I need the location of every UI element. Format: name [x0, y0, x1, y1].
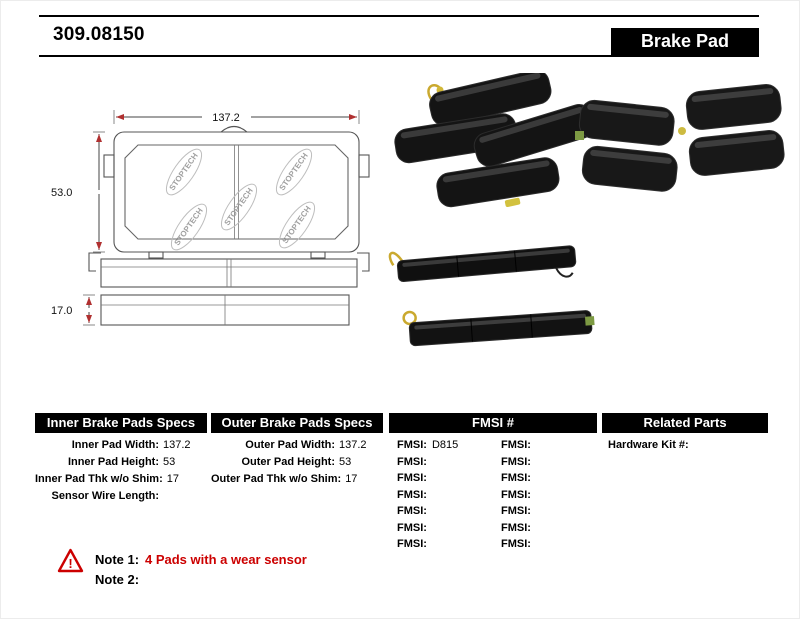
- related-row: Hardware Kit #:: [602, 433, 768, 454]
- inner-specs-table: Inner Brake Pads Specs Inner Pad Width: 1…: [35, 413, 207, 505]
- fmsi-row: FMSI:: [493, 503, 597, 520]
- spec-label: Outer Pad Height:: [241, 456, 335, 468]
- fmsi-label: FMSI:: [397, 505, 427, 517]
- pad-bottom-tab-left: [148, 251, 164, 259]
- header: 309.08150 Brake Pad: [39, 15, 759, 57]
- note2-label: Note 2:: [95, 572, 140, 587]
- related-parts-table: Related Parts Hardware Kit #:: [602, 413, 768, 454]
- sensor-connector-yellow: [678, 127, 686, 135]
- spec-label: Inner Pad Height:: [67, 456, 159, 468]
- abutment-clip-green: [575, 131, 584, 140]
- width-dim-label: 137.2: [212, 112, 240, 124]
- related-parts-header: Related Parts: [602, 413, 768, 433]
- product-photos: [388, 73, 786, 347]
- fmsi-label: FMSI:: [501, 439, 531, 451]
- photo-front-pads-angled: [392, 73, 599, 210]
- spec-label: Sensor Wire Length:: [51, 490, 159, 502]
- fmsi-row: FMSI:: [493, 487, 597, 504]
- spec-value: 137.2: [163, 439, 191, 451]
- product-type-badge: Brake Pad: [610, 28, 759, 55]
- stoptech-watermark: STOPTECH STOPTECH STOPTECH STOPTECH STOP…: [165, 148, 316, 251]
- fmsi-label: FMSI:: [397, 488, 427, 501]
- fmsi-label: FMSI:: [397, 521, 427, 534]
- pad-left-ear: [103, 154, 115, 178]
- spec-value: 17: [345, 473, 358, 485]
- spec-label: Outer Pad Width:: [245, 439, 335, 451]
- outer-specs-header: Outer Brake Pads Specs: [211, 413, 383, 433]
- spec-value: 137.2: [339, 439, 367, 451]
- fmsi-row: FMSI:: [493, 536, 597, 553]
- spec-value: [163, 488, 207, 505]
- thickness-dim-label: 17.0: [51, 305, 72, 317]
- note1-text: 4 Pads with a wear sensor: [145, 552, 307, 567]
- fmsi-table: FMSI # FMSI: D815 FMSI: FMSI: FMSI: FMSI:…: [389, 413, 597, 553]
- fmsi-label: FMSI:: [501, 505, 531, 517]
- fmsi-label: FMSI:: [501, 521, 531, 534]
- wear-sensor-wire: [388, 251, 405, 267]
- dimension-height: 53.0: [51, 131, 105, 253]
- fmsi-label: FMSI:: [501, 455, 531, 468]
- spec-value: 17: [166, 473, 179, 485]
- pad-front-view: [103, 125, 370, 259]
- inner-specs-header: Inner Brake Pads Specs: [35, 413, 207, 433]
- spec-row: Sensor Wire Length:: [35, 488, 207, 505]
- pad-bottom-tab-right: [310, 251, 326, 259]
- photo-pad-edge-strips: [388, 245, 595, 347]
- fmsi-row: FMSI:: [493, 470, 597, 487]
- spec-row: Outer Pad Thk w/o Shim:17: [211, 471, 383, 488]
- spec-row: Inner Pad Thk w/o Shim:17: [35, 471, 207, 488]
- dimension-width: 137.2: [113, 110, 360, 124]
- fmsi-row: FMSI:: [493, 520, 597, 537]
- fmsi-row: FMSI:: [389, 487, 493, 504]
- spec-label: Inner Pad Thk w/o Shim:: [35, 473, 163, 485]
- outer-specs-table: Outer Brake Pads Specs Outer Pad Width: 1…: [211, 413, 383, 488]
- fmsi-row: FMSI:: [389, 470, 493, 487]
- wear-sensor-wire: [427, 83, 441, 100]
- spec-row: Inner Pad Width: 137.2: [35, 437, 207, 454]
- spec-value: 53: [163, 456, 176, 468]
- fmsi-label: FMSI:: [501, 538, 531, 550]
- spec-row: Outer Pad Height: 53: [211, 454, 383, 471]
- wear-sensor-clip: [504, 197, 521, 207]
- dimension-thickness: 17.0: [51, 294, 95, 326]
- fmsi-label: FMSI:: [501, 472, 531, 484]
- warning-icon: !: [57, 548, 84, 573]
- fmsi-row: FMSI:: [389, 454, 493, 471]
- photo-rear-pads-pairs: [575, 82, 786, 194]
- related-label: Hardware Kit #:: [608, 439, 689, 451]
- pad-right-ear: [358, 154, 370, 178]
- fmsi-left-column: FMSI: D815 FMSI: FMSI: FMSI: FMSI: FMSI: …: [389, 437, 493, 553]
- fmsi-row: FMSI:: [389, 503, 493, 520]
- wear-sensor-loop: [402, 310, 417, 326]
- fmsi-label: FMSI:: [397, 538, 427, 550]
- spec-label: Inner Pad Width:: [71, 439, 159, 451]
- fmsi-label: FMSI:: [501, 488, 531, 501]
- abutment-clip-green: [584, 316, 595, 326]
- fmsi-label: FMSI:: [397, 472, 427, 484]
- pad-backing-outline: [113, 131, 360, 253]
- fmsi-value: D815: [431, 439, 459, 451]
- fmsi-row: FMSI:: [493, 454, 597, 471]
- fmsi-row: FMSI:: [389, 520, 493, 537]
- fmsi-right-column: FMSI: FMSI: FMSI: FMSI: FMSI: FMSI: FMSI…: [493, 437, 597, 553]
- friction-surface-outline: [124, 144, 349, 240]
- fmsi-row: FMSI: D815: [389, 437, 493, 454]
- technical-drawing: STOPTECH STOPTECH STOPTECH STOPTECH STOP…: [51, 110, 370, 326]
- height-dim-label: 53.0: [51, 187, 72, 199]
- pad-top-bump: [220, 125, 248, 133]
- fmsi-label: FMSI:: [397, 455, 427, 468]
- fmsi-label: FMSI:: [397, 439, 427, 451]
- pad-edge-view: [88, 252, 370, 326]
- fmsi-row: FMSI:: [389, 536, 493, 553]
- spec-value: 53: [339, 456, 352, 468]
- spec-row: Outer Pad Width: 137.2: [211, 437, 383, 454]
- spec-label: Outer Pad Thk w/o Shim:: [211, 473, 342, 485]
- fmsi-row: FMSI:: [493, 437, 597, 454]
- spec-row: Inner Pad Height: 53: [35, 454, 207, 471]
- note1-label: Note 1:: [95, 552, 140, 567]
- fmsi-header: FMSI #: [389, 413, 597, 433]
- svg-text:!: !: [68, 556, 72, 571]
- part-number: 309.08150: [53, 24, 145, 45]
